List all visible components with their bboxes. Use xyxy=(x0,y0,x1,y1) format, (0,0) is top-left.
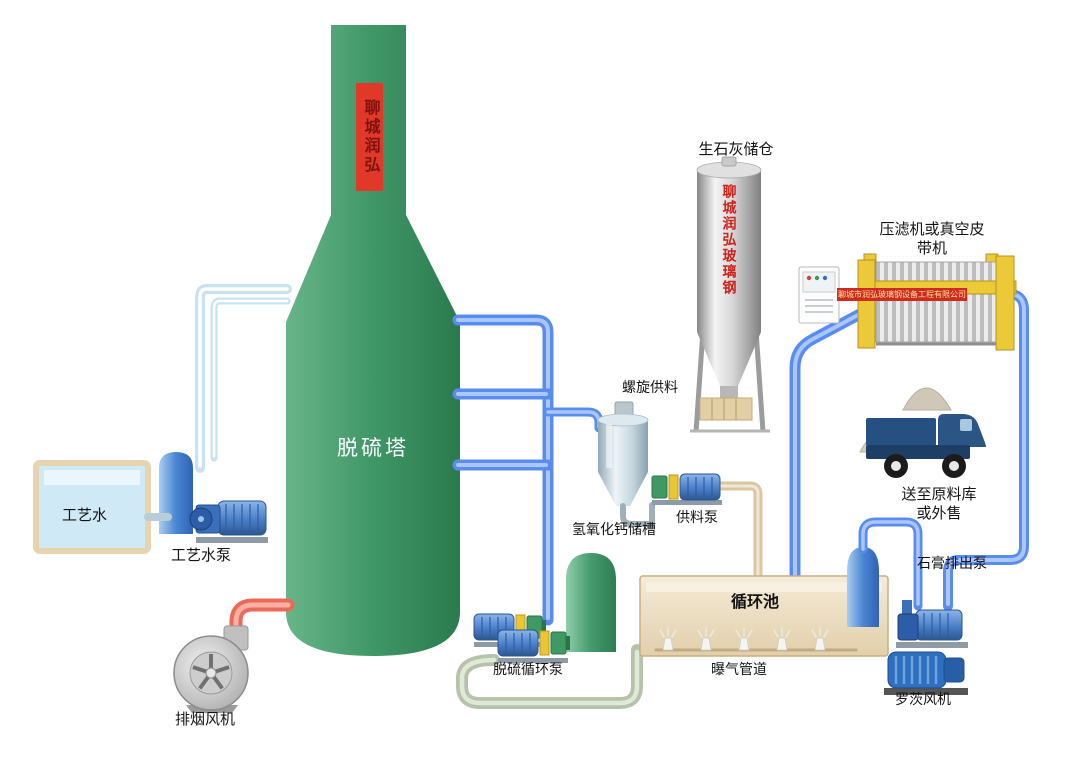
exhaust-fan-label: 排烟风机 xyxy=(175,711,236,728)
flue-gas-pipe xyxy=(229,598,295,648)
lime-feed-pipe xyxy=(711,481,763,587)
filtrate-return-pipe xyxy=(789,308,866,586)
spray-pipes xyxy=(452,314,554,626)
hydroxide-tank xyxy=(597,401,655,527)
circulation-pool-label: 循环池 xyxy=(731,594,780,611)
truck-caption: 送至原料库 或外售 xyxy=(901,486,977,522)
tower-brand-badge: 聊城润弘 xyxy=(356,83,383,191)
company-banner: 聊城市润弘玻璃钢设备工程有限公司 xyxy=(837,288,967,301)
filter-press xyxy=(798,253,1017,351)
process-water-pump xyxy=(144,500,268,543)
green-surge-tank xyxy=(566,553,616,652)
water-supply-tank xyxy=(159,452,193,534)
screw-feeder-box xyxy=(699,397,753,421)
feed-pump xyxy=(651,473,722,505)
screw-feeder-label: 螺旋供料 xyxy=(622,379,678,395)
gypsum-pump-label: 石膏排出泵 xyxy=(917,555,987,571)
roots-blower-label: 罗茨风机 xyxy=(895,691,951,707)
exhaust-fan xyxy=(173,625,249,713)
control-panel xyxy=(798,266,840,324)
process-water-tank xyxy=(33,460,151,554)
truck xyxy=(866,414,986,478)
aeration-nozzles xyxy=(654,627,858,652)
process-water-pump-label: 工艺水泵 xyxy=(171,547,232,564)
silo-brand-text: 聊城润弘玻璃钢 xyxy=(721,184,738,296)
aeration-pipe-label: 曝气管道 xyxy=(711,661,767,677)
gypsum-tank xyxy=(847,547,879,627)
desulf-circulation-pumps xyxy=(473,613,570,663)
drain-pipe-loop xyxy=(456,644,643,709)
process-water-pipes xyxy=(195,284,292,473)
tower-label: 脱硫塔 xyxy=(337,437,409,460)
tower-brand-text: 聊城润弘 xyxy=(361,99,379,175)
hydroxide-tank-label: 氢氧化钙储槽 xyxy=(572,521,656,537)
gypsum-discharge-pump xyxy=(896,600,968,648)
gypsum-pipe-arch xyxy=(858,517,923,611)
circulation-pump-label: 脱硫循环泵 xyxy=(493,661,563,677)
press-right-pipe xyxy=(943,289,1029,611)
process-water-label: 工艺水 xyxy=(62,507,108,524)
filter-press-title: 压滤机或真空皮带机 xyxy=(879,221,985,257)
roots-blower xyxy=(884,651,968,695)
slurry-feed-elbow xyxy=(543,407,604,433)
lime-silo xyxy=(690,156,770,433)
desulfurization-tower xyxy=(286,25,460,656)
silo-title: 生石灰储仓 xyxy=(698,141,774,158)
feed-pump-label: 供料泵 xyxy=(676,509,718,525)
